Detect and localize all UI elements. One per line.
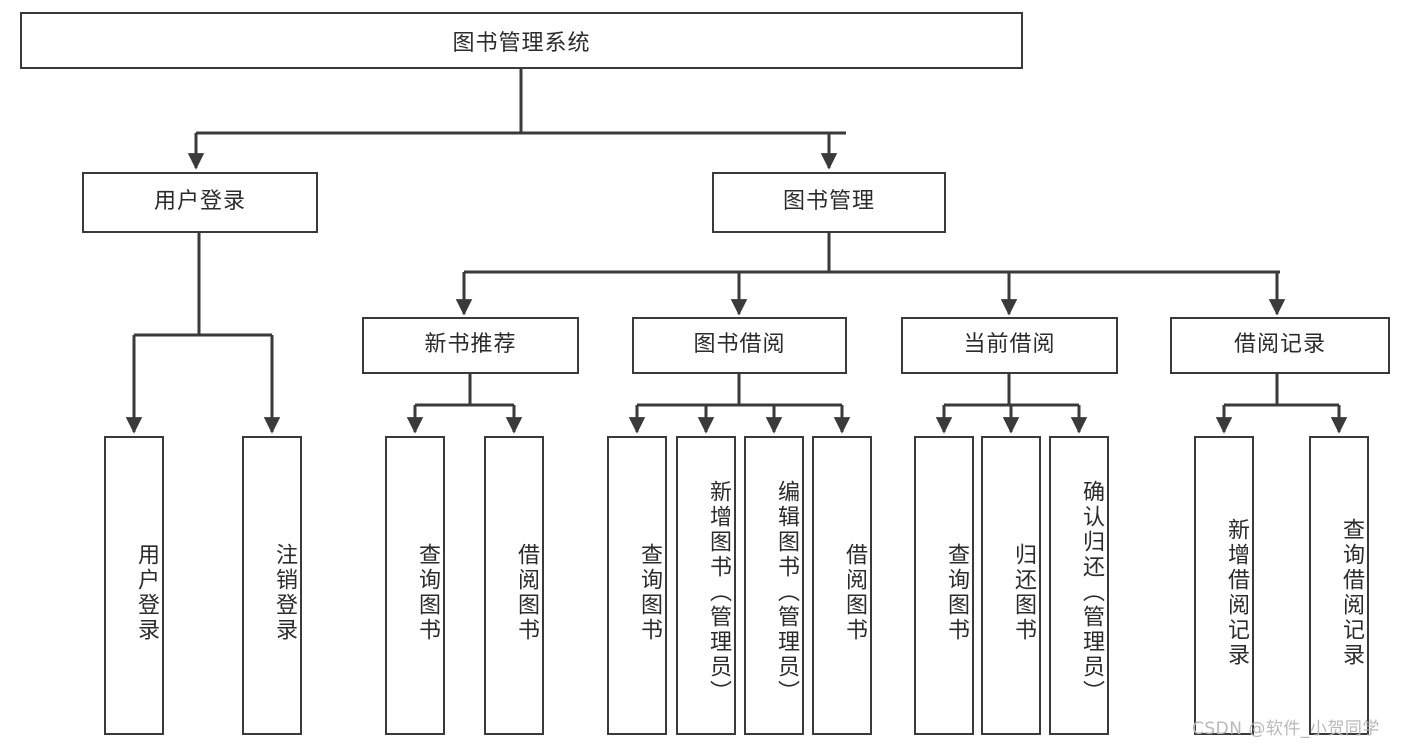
node-book-management-label: 图书管理 [782, 189, 875, 215]
leaf-user-login[interactable]: 用户登录 [104, 436, 164, 735]
leaf-query-borrow-record-label: 查询借阅记录 [1339, 517, 1364, 668]
leaf-edit-book-admin-label: 编辑图书（管理员） [774, 480, 799, 705]
node-book-borrow[interactable]: 图书借阅 [632, 317, 847, 374]
node-current-borrow[interactable]: 当前借阅 [901, 317, 1118, 374]
node-book-management[interactable]: 图书管理 [712, 172, 946, 233]
node-borrow-records-label: 借阅记录 [1233, 332, 1326, 358]
leaf-query-book-borrow-label: 查询图书 [637, 542, 662, 643]
node-user-login[interactable]: 用户登录 [82, 172, 318, 233]
leaf-logout-login[interactable]: 注销登录 [242, 436, 302, 735]
leaf-borrow-book-borrow-label: 借阅图书 [842, 542, 867, 643]
leaf-query-book-current[interactable]: 查询图书 [914, 436, 974, 735]
node-user-login-label: 用户登录 [153, 189, 246, 215]
leaf-query-borrow-record[interactable]: 查询借阅记录 [1309, 436, 1369, 735]
leaf-add-book-admin[interactable]: 新增图书（管理员） [676, 436, 736, 735]
node-new-book-recommend[interactable]: 新书推荐 [362, 317, 579, 374]
leaf-user-login-label: 用户登录 [134, 542, 159, 643]
node-borrow-records[interactable]: 借阅记录 [1170, 317, 1390, 374]
leaf-borrow-book-newbook[interactable]: 借阅图书 [484, 436, 544, 735]
node-root-label: 图书管理系统 [452, 30, 591, 56]
leaf-add-borrow-record-label: 新增借阅记录 [1224, 517, 1249, 668]
leaf-logout-login-label: 注销登录 [272, 542, 297, 643]
leaf-edit-book-admin[interactable]: 编辑图书（管理员） [744, 436, 804, 735]
leaf-add-borrow-record[interactable]: 新增借阅记录 [1194, 436, 1254, 735]
leaf-borrow-book-borrow[interactable]: 借阅图书 [812, 436, 872, 735]
leaf-query-book-current-label: 查询图书 [944, 542, 969, 643]
leaf-borrow-book-newbook-label: 借阅图书 [514, 542, 539, 643]
node-root[interactable]: 图书管理系统 [20, 12, 1023, 69]
node-new-book-recommend-label: 新书推荐 [424, 332, 517, 358]
leaf-return-book[interactable]: 归还图书 [981, 436, 1041, 735]
leaf-confirm-return-admin[interactable]: 确认归还（管理员） [1049, 436, 1109, 735]
leaf-query-book-newbook[interactable]: 查询图书 [385, 436, 445, 735]
leaf-add-book-admin-label: 新增图书（管理员） [706, 480, 731, 705]
leaf-return-book-label: 归还图书 [1011, 542, 1036, 643]
node-book-borrow-label: 图书借阅 [693, 332, 786, 358]
csdn-watermark: CSDN @软件_小贺同学 [1192, 719, 1380, 739]
leaf-confirm-return-admin-label: 确认归还（管理员） [1079, 480, 1104, 705]
leaf-query-book-borrow[interactable]: 查询图书 [607, 436, 667, 735]
leaf-query-book-newbook-label: 查询图书 [415, 542, 440, 643]
node-current-borrow-label: 当前借阅 [963, 332, 1056, 358]
